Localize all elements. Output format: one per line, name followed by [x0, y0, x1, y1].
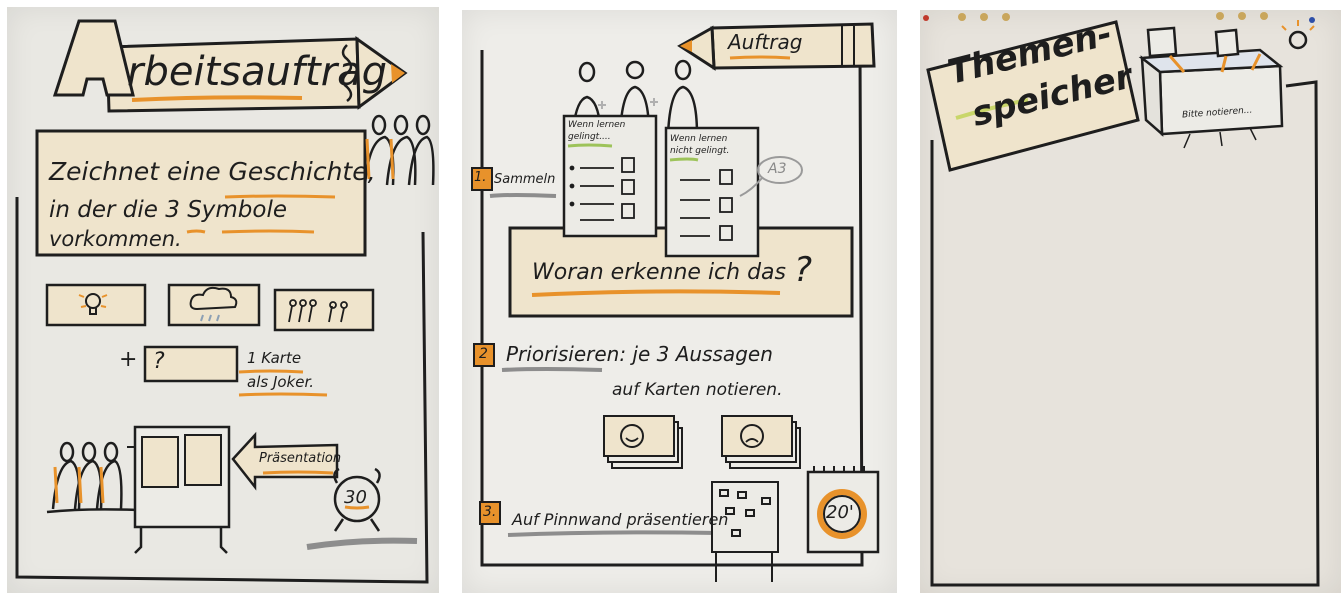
title-letter-a-shape — [52, 19, 135, 97]
sheet2-drawing — [471, 22, 880, 582]
joker-card-label: ? — [153, 349, 165, 374]
a3-tag — [757, 156, 803, 184]
card-left-title-1: Wenn lernen — [568, 120, 626, 130]
sad-face-cards — [721, 415, 801, 469]
title-card — [926, 20, 1140, 172]
timer-20: 20' — [826, 502, 854, 523]
timer-30: 30 — [344, 487, 367, 508]
task-line-3: vorkommen. — [49, 227, 182, 251]
step-2-number: 2 — [479, 346, 488, 362]
symbol-card-people — [273, 288, 375, 332]
rain-cloud-icon — [189, 286, 238, 322]
task-line-1: Zeichnet eine Geschichte, — [49, 157, 376, 186]
flipchart-arbeitsauftrag: rbeitsauftrag A Zeichnet eine Geschichte… — [7, 7, 439, 593]
step-2-badge — [473, 343, 495, 367]
flipchart-themenspeicher: Themen- speicher Bitte notieren... — [920, 10, 1341, 593]
card-wenn-lernen-nicht-gelingt — [664, 126, 760, 258]
main-frame — [15, 197, 429, 584]
pencil-tip — [355, 36, 408, 110]
audience-people-icon — [46, 441, 138, 514]
pinboard-icon — [711, 481, 779, 582]
pencil-tip — [677, 25, 716, 71]
sad-face-icon — [740, 424, 764, 448]
presentation-arrow — [231, 431, 339, 491]
symbol-card-cloud — [167, 283, 261, 327]
happy-face-icon — [620, 424, 644, 448]
step-1-number: 1. — [474, 170, 487, 185]
timer-calendar-icon — [806, 466, 880, 554]
a3-tag-label: A3 — [768, 161, 787, 177]
question-mark: ? — [794, 250, 813, 290]
sheet1-drawing — [15, 19, 435, 584]
lightbulb-icon — [78, 293, 108, 315]
card-right-title-2: nicht gelingt. — [670, 146, 730, 156]
small-people-icon — [288, 299, 348, 323]
title-text: rbeitsauftrag — [127, 49, 388, 95]
joker-note-line-1: 1 Karte — [247, 349, 302, 367]
joker-note-line-2: als Joker. — [247, 373, 315, 391]
storage-box-icon — [1138, 20, 1315, 149]
step-1-badge — [471, 167, 493, 191]
banner-auftrag: Auftrag — [728, 30, 803, 54]
flipchart-auftrag: Auftrag Wenn lernen gelingt.... Wenn ler… — [462, 10, 897, 593]
step-3-badge — [479, 501, 501, 525]
step-1-label: Sammeln — [494, 172, 556, 187]
sheet3-drawing — [923, 12, 1320, 587]
pencil-lead — [391, 64, 405, 83]
step-2-line-2: auf Karten notieren. — [612, 380, 783, 400]
step-2-line-1: Priorisieren: je 3 Aussagen — [506, 342, 773, 366]
plus-sign: + — [119, 347, 138, 372]
task-box — [35, 129, 367, 257]
happy-face-cards — [603, 415, 683, 469]
question-text: Woran erkenne ich das — [532, 260, 786, 285]
task-line-2: in der die 3 Symbole — [49, 197, 288, 223]
main-frame — [930, 80, 1320, 587]
pinboard-icon — [127, 425, 231, 554]
card-right-title-1: Wenn lernen — [670, 134, 728, 144]
symbol-card-bulb — [45, 283, 147, 327]
presentation-label: Präsentation — [259, 451, 342, 466]
alarm-clock-icon — [306, 467, 418, 550]
card-left-title-2: gelingt.... — [568, 132, 611, 142]
pushpins — [923, 12, 1315, 23]
card-wenn-lernen-gelingt — [562, 114, 658, 238]
step-3-label: Auf Pinnwand präsentieren — [512, 510, 729, 529]
step-3-number: 3. — [483, 504, 497, 520]
joker-card — [143, 345, 239, 383]
